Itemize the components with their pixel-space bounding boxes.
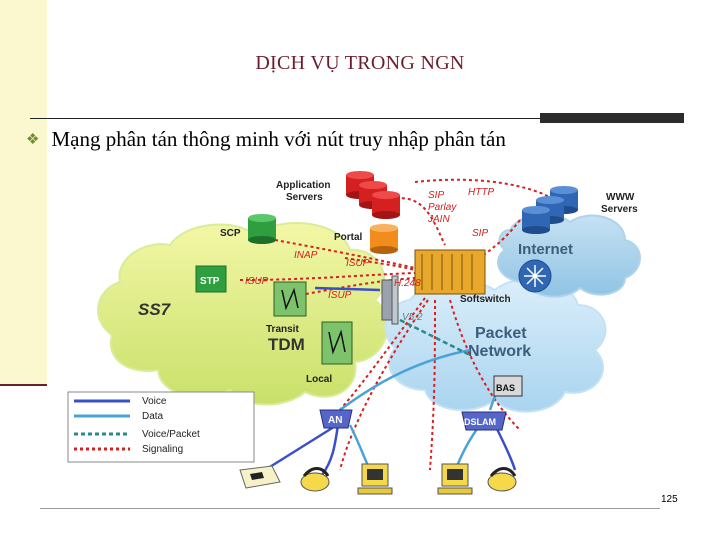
packet-label: Packet xyxy=(475,325,527,342)
footer-divider xyxy=(40,508,660,509)
protocol-isup2-label: ISUP xyxy=(245,276,269,287)
signaling-links xyxy=(239,178,556,471)
protocol-jain-label: JAIN xyxy=(427,214,450,225)
left-accent-band xyxy=(0,0,47,384)
an-node: AN xyxy=(319,409,353,429)
softswitch-label: Softswitch xyxy=(460,294,511,305)
terminal-computer xyxy=(357,463,393,495)
www-label-1: WWW xyxy=(606,192,635,203)
dslam-node: DSLAM xyxy=(461,411,507,431)
protocol-parlay-label: Parlay xyxy=(428,202,457,213)
bullet-text: Mạng phân tán thông minh với nút truy nh… xyxy=(51,127,506,151)
left-accent-line xyxy=(0,384,47,386)
legend: Voice Data Voice/Packet Signaling xyxy=(67,391,255,463)
portal-label: Portal xyxy=(334,232,363,243)
terminal-phone xyxy=(300,467,330,492)
an-label: AN xyxy=(328,415,342,426)
protocol-isup3-label: ISUP xyxy=(328,290,352,301)
scp-database-icon xyxy=(248,214,276,244)
transit-switch xyxy=(273,281,307,317)
tdm-label: TDM xyxy=(268,335,305,354)
protocol-h248-label: H.248 xyxy=(394,278,421,289)
terminal-phone xyxy=(487,467,517,492)
network-label: Network xyxy=(468,343,531,360)
internet-label: Internet xyxy=(518,241,573,258)
bullet-item: ❖ Mạng phân tán thông minh với nút truy n… xyxy=(26,127,506,152)
protocol-sip-label: SIP xyxy=(428,190,444,201)
protocol-http-label: HTTP xyxy=(468,187,494,198)
terminal-computer xyxy=(437,463,473,495)
www-servers xyxy=(522,186,578,234)
ss7-cloud xyxy=(97,222,389,406)
legend-signaling-label: Signaling xyxy=(142,444,183,455)
transit-label: Transit xyxy=(266,324,299,335)
local-switch xyxy=(321,321,353,365)
bas-label: BAS xyxy=(496,383,515,393)
legend-data-label: Data xyxy=(142,411,164,422)
title-divider xyxy=(30,118,540,119)
router-icon xyxy=(518,259,552,293)
diamond-bullet-icon: ❖ xyxy=(26,132,40,148)
portal-database-icon xyxy=(370,224,398,254)
title-divider-bar xyxy=(540,113,684,123)
ngn-network-diagram: SS7 TDM Internet Packet Network xyxy=(50,170,656,505)
slide-title: DỊCH VỤ TRONG NGN xyxy=(255,52,465,74)
protocol-inap-label: INAP xyxy=(294,250,318,261)
protocol-isup1-label: ISUP xyxy=(346,258,370,269)
dslam-label: DSLAM xyxy=(464,417,496,427)
legend-voice-label: Voice xyxy=(142,396,167,407)
page-number: 125 xyxy=(661,494,678,505)
protocol-v52-label: V5.2 xyxy=(402,312,423,323)
www-label-2: Servers xyxy=(601,204,638,215)
app-servers-label-2: Servers xyxy=(286,192,323,203)
app-servers-label-1: Application xyxy=(276,180,330,191)
softswitch-node xyxy=(414,249,486,295)
legend-voice-packet-label: Voice/Packet xyxy=(142,429,200,440)
stp-node: STP xyxy=(195,265,227,293)
stp-label: STP xyxy=(200,276,220,287)
terminal-phone xyxy=(239,465,281,489)
application-servers xyxy=(346,171,400,219)
scp-label: SCP xyxy=(220,228,241,239)
ss7-label: SS7 xyxy=(138,300,172,319)
app-server-cylinder xyxy=(372,191,400,219)
protocol-sip2-label: SIP xyxy=(472,228,488,239)
bas-node: BAS xyxy=(493,375,523,397)
local-label: Local xyxy=(306,374,332,385)
media-gateway xyxy=(381,275,399,325)
www-server-cylinder xyxy=(522,206,550,234)
